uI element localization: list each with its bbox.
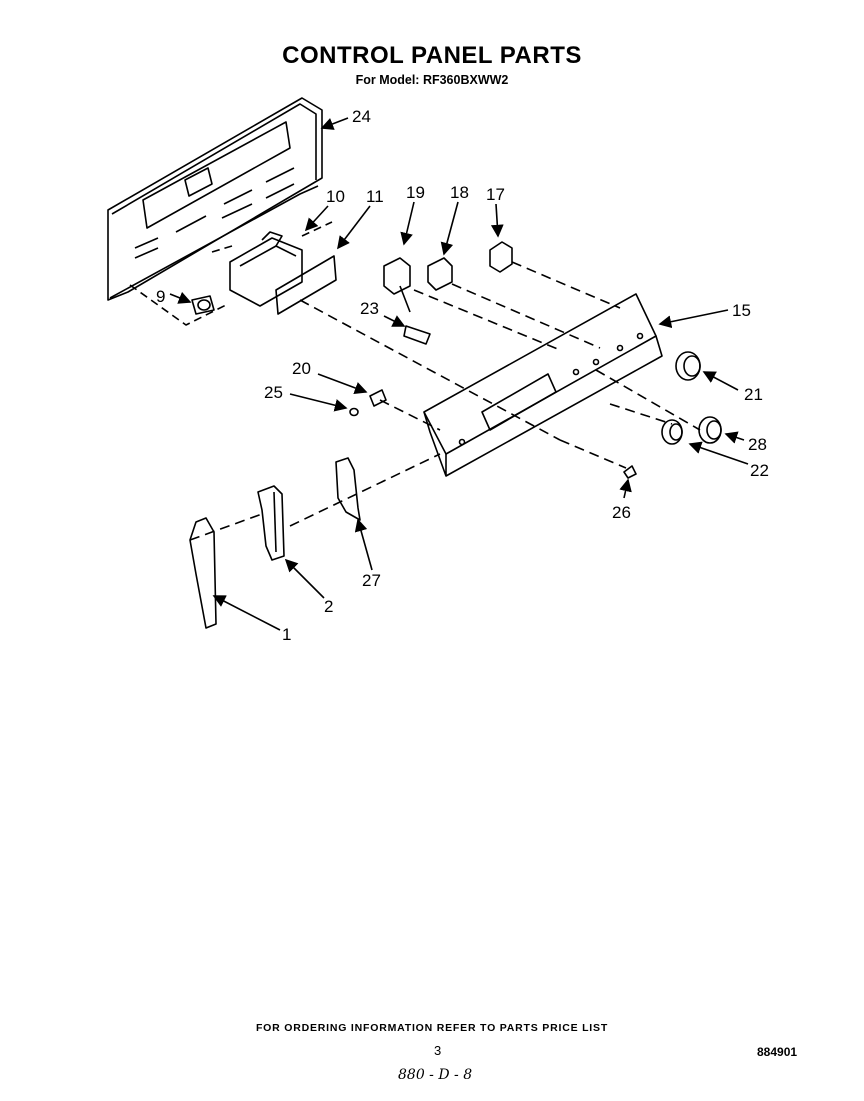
callout-23: 23 bbox=[360, 299, 379, 318]
wire-part-23 bbox=[403, 325, 431, 345]
callout-20: 20 bbox=[292, 359, 311, 378]
backguard-panel bbox=[107, 97, 323, 301]
knob-part-21 bbox=[675, 351, 701, 381]
control-panel-part-15 bbox=[423, 293, 663, 477]
knob-part-28 bbox=[698, 416, 722, 444]
callout-2: 2 bbox=[324, 597, 333, 616]
bracket-part-2 bbox=[257, 485, 285, 561]
page-title: CONTROL PANEL PARTS bbox=[282, 42, 582, 69]
switch-part-18 bbox=[427, 257, 453, 291]
knob-part-22 bbox=[661, 419, 683, 445]
bracket-part-27 bbox=[335, 457, 361, 521]
handwritten-note: 880 - D - 8 bbox=[398, 1067, 473, 1083]
document-id: 884901 bbox=[757, 1045, 798, 1059]
callout-21: 21 bbox=[744, 385, 763, 404]
callout-26: 26 bbox=[612, 503, 631, 522]
model-subtitle: For Model: RF360BXWW2 bbox=[355, 73, 509, 87]
callout-1: 1 bbox=[282, 625, 291, 644]
callout-19: 19 bbox=[406, 183, 425, 202]
switch-part-19 bbox=[383, 257, 411, 313]
callout-25: 25 bbox=[264, 383, 283, 402]
switch-part-17 bbox=[489, 241, 513, 273]
callout-15: 15 bbox=[732, 301, 751, 320]
nut-part-26 bbox=[623, 465, 637, 479]
bracket-part-20 bbox=[369, 389, 387, 407]
callout-24: 24 bbox=[352, 107, 371, 126]
callout-11: 11 bbox=[366, 187, 384, 206]
callout-17: 17 bbox=[486, 185, 505, 204]
screw-part-25 bbox=[349, 407, 359, 417]
callout-18: 18 bbox=[450, 183, 469, 202]
ordering-note: FOR ORDERING INFORMATION REFER TO PARTS … bbox=[255, 1022, 609, 1034]
callout-22: 22 bbox=[750, 461, 769, 480]
callout-27: 27 bbox=[362, 571, 381, 590]
callout-10: 10 bbox=[326, 187, 345, 206]
page-number: 3 bbox=[434, 1043, 442, 1058]
clip-part-9 bbox=[191, 295, 215, 315]
callout-28: 28 bbox=[748, 435, 767, 454]
switch-block-part-10 bbox=[229, 231, 303, 307]
callout-9: 9 bbox=[156, 287, 165, 306]
end-cap-part-1 bbox=[189, 517, 217, 629]
plate-part-11 bbox=[275, 255, 337, 315]
